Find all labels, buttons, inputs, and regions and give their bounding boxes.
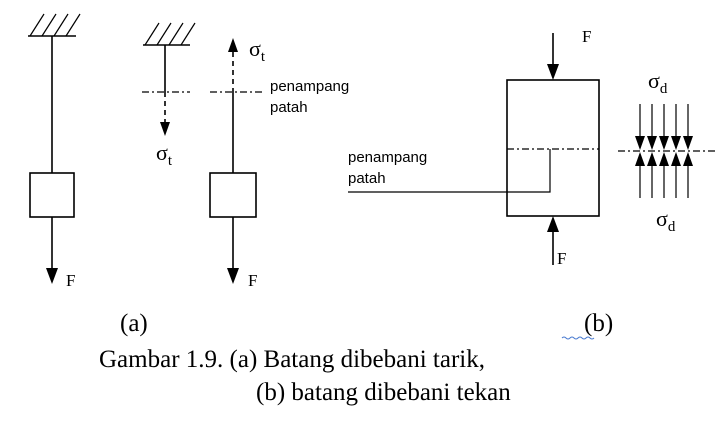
broken-bar-upper: σt xyxy=(142,22,196,169)
weight-block xyxy=(29,172,75,218)
force-label-a1: F xyxy=(66,271,75,290)
fracture-label-b-line2: patah xyxy=(348,170,386,187)
force-arrow-head xyxy=(227,268,239,284)
bottom-force-head xyxy=(547,216,559,232)
broken-bar-lower: σt F xyxy=(209,36,266,290)
fracture-label-a-line1: penampang xyxy=(270,78,349,95)
ceiling-hatch xyxy=(144,22,196,46)
sigma-d-label-bottom: σd xyxy=(656,206,676,235)
subfigure-label-b: (b) xyxy=(584,310,613,337)
weight-block xyxy=(209,172,257,218)
fracture-label-a-line2: patah xyxy=(270,99,308,116)
stress-arrow-head-up xyxy=(228,38,238,52)
fracture-label-b-line1: penampang xyxy=(348,149,427,166)
subfigure-label-a: (a) xyxy=(120,310,148,337)
fracture-leader-line xyxy=(348,149,551,193)
force-label-b-bottom: F xyxy=(557,249,566,268)
spellcheck-underline xyxy=(561,336,595,340)
sigma-t-label-down: σt xyxy=(156,140,173,169)
force-label-b-top: F xyxy=(582,27,591,46)
force-arrow-head xyxy=(46,268,58,284)
compression-block xyxy=(506,79,600,217)
top-force-head xyxy=(547,64,559,80)
force-label-a2: F xyxy=(248,271,257,290)
hanging-bar-full: F xyxy=(28,13,81,290)
sigma-t-label-up: σt xyxy=(249,36,266,65)
ceiling-hatch xyxy=(29,13,81,37)
compressive-stress-arrows: σd σd xyxy=(618,68,718,235)
caption-line-2: (b) batang dibebani tekan xyxy=(256,379,511,406)
compression-block-group: F F xyxy=(348,27,600,268)
sigma-d-label-top: σd xyxy=(648,68,668,97)
caption-line-1: Gambar 1.9. (a) Batang dibebani tarik, xyxy=(99,346,485,373)
stress-arrow-head xyxy=(160,122,170,136)
